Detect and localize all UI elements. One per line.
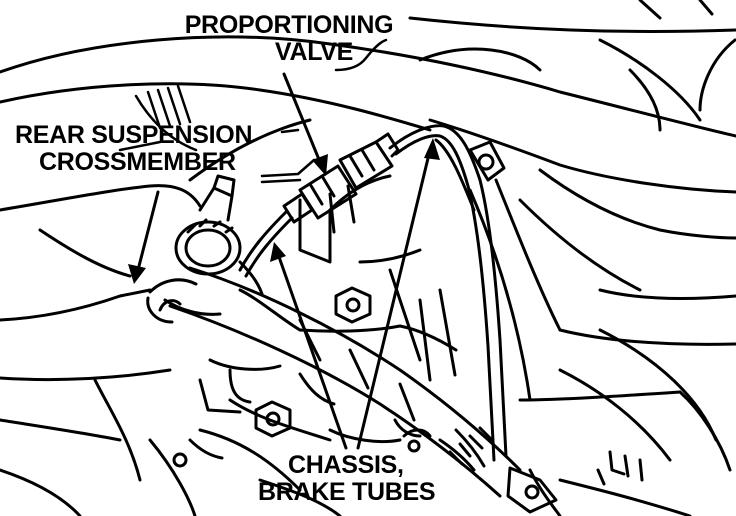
- label-rear-suspension-crossmember: REAR SUSPENSION CROSSMEMBER: [15, 122, 285, 176]
- leader-chassis-brake-tubes: [270, 138, 440, 450]
- label-chassis-brake-tubes-line1: CHASSIS,: [288, 451, 404, 479]
- right-structure: [468, 140, 736, 516]
- hex-nut: [172, 286, 432, 468]
- trailing-arm: [168, 266, 558, 514]
- label-rear-suspension-crossmember-line2: CROSSMEMBER: [39, 148, 236, 176]
- label-chassis-brake-tubes-line2: BRAKE TUBES: [258, 478, 436, 506]
- leader-proportioning-valve: [282, 38, 388, 176]
- label-proportioning-valve-line1: PROPORTIONING: [184, 11, 394, 39]
- label-chassis-brake-tubes: CHASSIS, BRAKE TUBES: [258, 452, 458, 506]
- label-rear-suspension-crossmember-line1: REAR SUSPENSION: [15, 121, 253, 149]
- brake-tube: [238, 124, 508, 462]
- floor-pan: [0, 0, 736, 194]
- label-proportioning-valve: PROPORTIONING VALVE: [168, 12, 410, 66]
- hose-hatch: [118, 84, 198, 152]
- proportioning-valve: [282, 132, 400, 234]
- crossmember-body: [0, 184, 342, 516]
- label-proportioning-valve-line2: VALVE: [274, 38, 354, 66]
- bushing: [146, 174, 264, 324]
- leader-rear-suspension-crossmember: [128, 128, 316, 284]
